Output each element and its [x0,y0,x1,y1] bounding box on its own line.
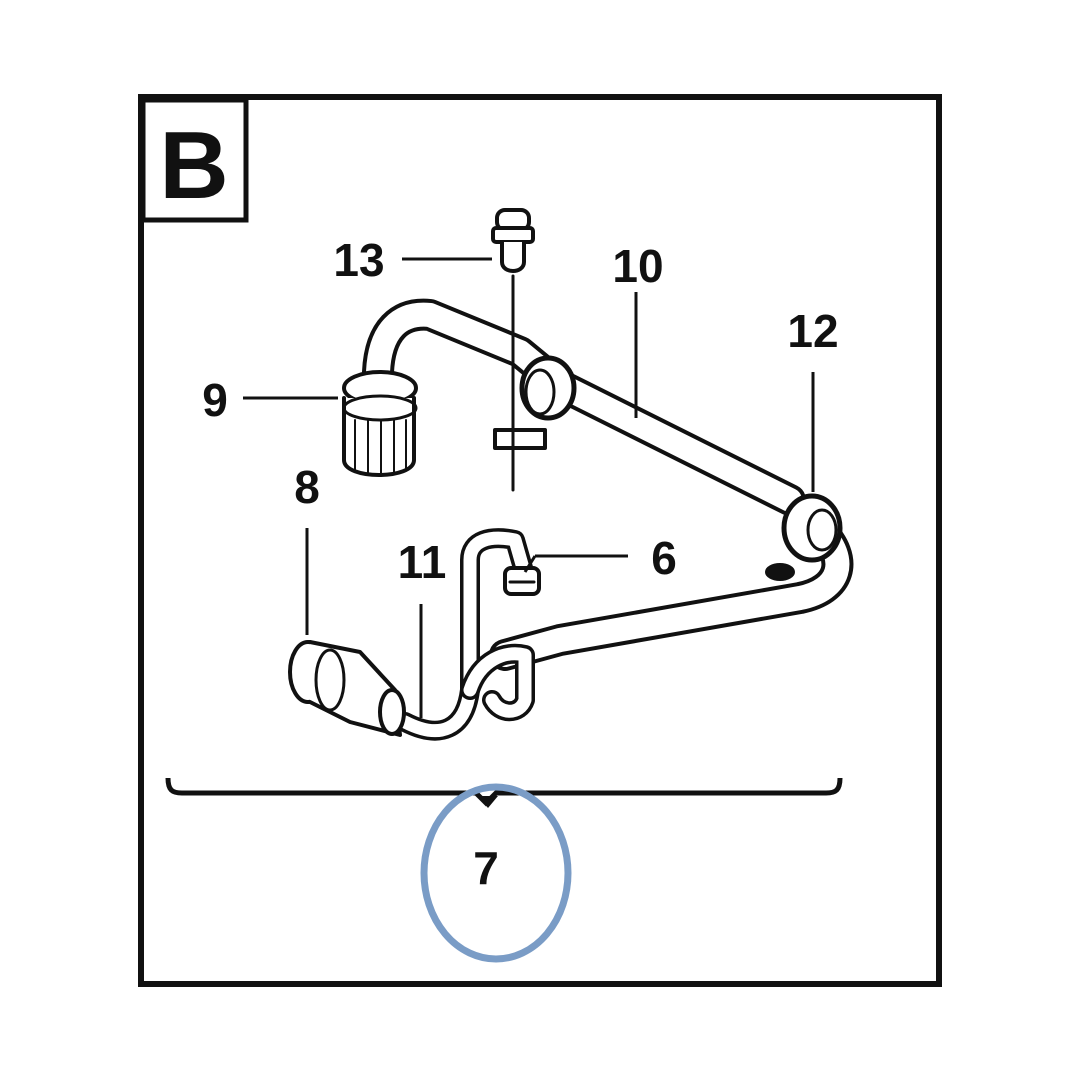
assembly-number: 7 [473,842,499,894]
callout-11: 11 [398,536,447,588]
highlight-circle [420,783,572,963]
brace-pointer [478,796,498,808]
clamp-grommet-center [493,355,577,450]
callout-8: 8 [294,461,320,513]
leader-lines [243,257,815,718]
leader-6-drop [523,555,537,573]
diagram-frame [138,94,942,987]
callout-6: 6 [651,532,677,584]
hose-assembly [288,208,854,741]
section-label: B [159,112,228,219]
connector-part-9 [342,370,418,477]
callout-12: 12 [787,305,838,357]
pipe-part-10 [362,298,806,516]
clip-part-6 [503,566,541,596]
section-label-box [140,97,249,223]
callout-9: 9 [202,374,228,426]
callout-10: 10 [612,240,663,292]
pipe-part-11 [395,528,535,741]
grommet-part-12 [765,493,843,581]
callout-13: 13 [333,234,384,286]
connector-part-8 [288,640,406,737]
bolt-part-13 [491,208,535,492]
